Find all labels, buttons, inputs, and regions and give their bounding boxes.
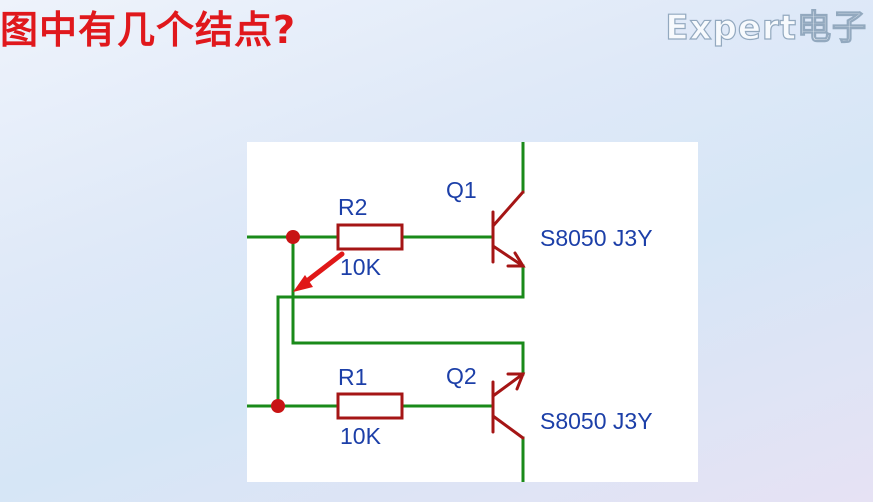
q1-ref-label: Q1 [446, 177, 477, 203]
wires [245, 140, 525, 484]
resistors [336, 223, 404, 420]
r2-value-label: 10K [340, 254, 382, 280]
schematic-diagram: R2 10K R1 10K Q1 Q2 S8050 J3Y S8050 J3Y [245, 140, 653, 484]
q2-emitter-lead [491, 372, 525, 398]
q1-collector-lead [491, 190, 525, 228]
transistor-q2 [491, 372, 526, 440]
q1-emitter-lead [491, 244, 525, 268]
junction-node-top [286, 230, 300, 244]
r1-ref-label: R1 [338, 364, 367, 390]
r1-value-label: 10K [340, 423, 382, 449]
junction-node-bottom [271, 399, 285, 413]
q2-emitter-arrow [506, 372, 526, 391]
q2-part-label: S8050 J3Y [540, 408, 653, 434]
q2-ref-label: Q2 [446, 363, 477, 389]
resistor-r2 [336, 223, 404, 251]
q1-part-label: S8050 J3Y [540, 225, 653, 251]
q2-collector-lead [491, 414, 525, 440]
transistor-q1 [491, 190, 526, 268]
resistor-r1 [336, 392, 404, 420]
slide-title: 图中有几个结点? [0, 8, 297, 52]
junctions [271, 230, 300, 413]
r2-ref-label: R2 [338, 194, 367, 220]
q1-emitter-arrow [506, 251, 526, 268]
pointer-arrow [293, 251, 345, 292]
schematic-canvas: R2 10K R1 10K Q1 Q2 S8050 J3Y S8050 J3Y [245, 140, 698, 484]
watermark-logo: Expert电子 [665, 7, 867, 48]
